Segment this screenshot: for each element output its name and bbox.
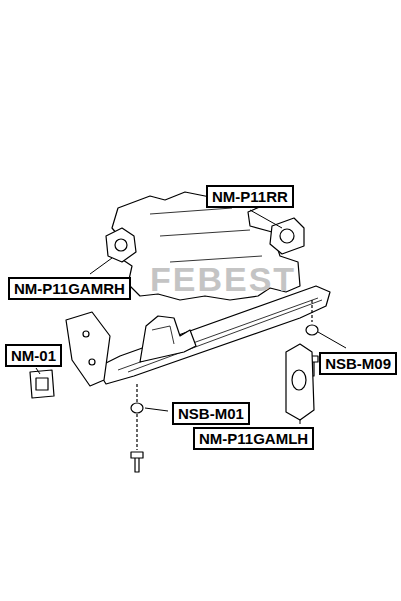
bushing-m01 — [131, 403, 143, 413]
part-number-box: NM-P11GAMLH — [193, 427, 314, 450]
part-number-box: NM-P11GAMRH — [8, 277, 131, 300]
part-number-box: NM-P11RR — [206, 185, 294, 208]
part-number-box: NSB-M09 — [319, 352, 397, 375]
part-number-box: NM-01 — [5, 344, 62, 367]
plate-bracket — [66, 312, 110, 386]
part-number: NM-P11GAMRH — [14, 280, 125, 297]
mount-lh — [286, 344, 314, 420]
part-number: NSB-M01 — [178, 405, 244, 422]
mount-rr — [270, 218, 304, 254]
bracket — [140, 316, 196, 362]
part-number-box: NSB-M01 — [172, 402, 250, 425]
bushing-m09 — [306, 325, 318, 335]
watermark: FEBEST — [150, 260, 296, 299]
part-number: NM-P11GAMLH — [199, 430, 308, 447]
part-number: NM-P11RR — [212, 188, 288, 205]
mount-rh — [106, 228, 136, 262]
part-number: NM-01 — [11, 347, 56, 364]
mount-01 — [30, 370, 54, 398]
part-number: NSB-M09 — [325, 355, 391, 372]
